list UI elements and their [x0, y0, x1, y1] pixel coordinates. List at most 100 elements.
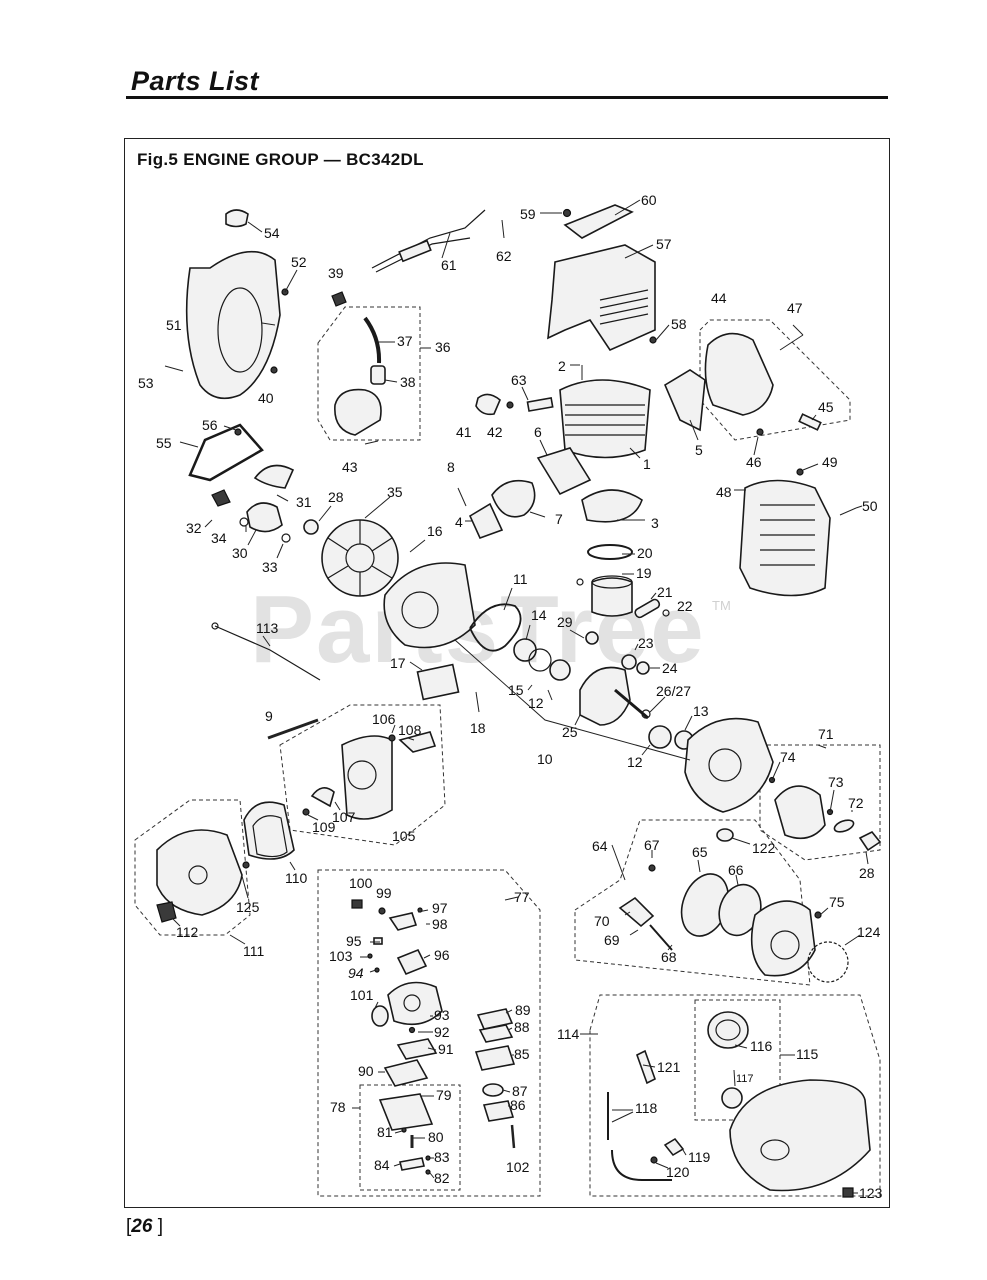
callout-77: 77	[514, 889, 530, 905]
callout-95: 95	[346, 933, 362, 949]
callout-116: 116	[750, 1038, 773, 1054]
part-67-screw	[648, 864, 656, 872]
callout-6: 6	[534, 424, 542, 440]
callout-92: 92	[434, 1024, 450, 1040]
part-79-metering-body	[378, 1093, 434, 1131]
callout-15: 15	[508, 682, 524, 698]
part-1-fins	[565, 404, 645, 436]
callout-24: 24	[662, 660, 678, 676]
callout-113: 113	[256, 620, 279, 636]
callout-4: 4	[455, 514, 463, 530]
group-outline-114	[589, 994, 881, 1197]
callout-39: 39	[328, 265, 344, 281]
part-92-screw	[408, 1026, 416, 1034]
part-121-filter	[636, 1049, 656, 1085]
part-5-heat-shield	[663, 369, 706, 432]
callout-82: 82	[434, 1170, 450, 1186]
callout-25: 25	[562, 724, 578, 740]
callout-110: 110	[285, 870, 308, 886]
part-105-air-cleaner-base	[341, 735, 393, 820]
callout-54: 54	[264, 225, 280, 241]
title-rule	[126, 96, 888, 99]
callout-40: 40	[258, 390, 274, 406]
callout-98: 98	[432, 916, 448, 932]
callout-124: 124	[857, 924, 881, 940]
part-101-gasket	[371, 1005, 389, 1027]
callout-106: 106	[372, 711, 396, 727]
callout-7: 7	[555, 511, 563, 527]
callout-19: 19	[636, 565, 652, 581]
part-16-bolt	[409, 539, 426, 553]
part-125-gasket	[242, 861, 250, 869]
part-109-screw	[302, 808, 310, 816]
part-71-clutch	[774, 785, 826, 840]
callout-41: 41	[456, 424, 472, 440]
callout-9: 9	[265, 708, 273, 724]
part-3-gasket	[581, 489, 643, 523]
part-36-ignition-coil	[334, 388, 382, 436]
part-6-gasket	[536, 447, 592, 496]
part-43-screw	[364, 440, 379, 445]
callout-35: 35	[387, 484, 403, 500]
part-39-nut	[331, 291, 347, 307]
callout-89: 89	[515, 1002, 531, 1018]
callout-108: 108	[398, 722, 422, 738]
part-15-bearing	[528, 648, 552, 672]
callout-29: 29	[557, 614, 573, 630]
callout-67: 67	[644, 837, 660, 853]
callout-26-27: 26/27	[656, 683, 691, 699]
callout-84: 84	[374, 1157, 390, 1173]
callout-99: 99	[376, 885, 392, 901]
callout-57: 57	[656, 236, 672, 252]
part-55-handle	[188, 423, 264, 482]
callout-65: 65	[692, 844, 708, 860]
callout-68: 68	[661, 949, 677, 965]
part-83-pin	[425, 1155, 431, 1161]
part-45-spacer	[798, 413, 822, 431]
part-26-27-key	[641, 709, 651, 719]
part-47-bolt	[779, 334, 804, 351]
part-114-fuel-tank	[729, 1079, 871, 1192]
callout-71: 71	[818, 726, 834, 742]
callout-2: 2	[558, 358, 566, 374]
callout-36: 36	[435, 339, 451, 355]
part-100-screw	[351, 899, 363, 909]
callout-23: 23	[638, 635, 654, 651]
group-outline-36	[317, 306, 421, 441]
part-28-nut	[303, 519, 319, 535]
callout-12a: 12	[528, 695, 544, 711]
callout-119: 119	[688, 1149, 711, 1165]
part-1-cylinder	[559, 379, 651, 459]
group-outline-78	[359, 1084, 461, 1191]
callout-38: 38	[400, 374, 416, 390]
part-110-filter-element	[243, 801, 295, 860]
part-30-starter-pulley	[246, 502, 283, 533]
callout-16: 16	[427, 523, 443, 539]
callout-18: 18	[470, 720, 486, 736]
part-49-screw	[796, 468, 804, 476]
callout-12b: 12	[627, 754, 643, 770]
part-61-connector	[398, 239, 432, 263]
part-20-ring	[587, 544, 633, 560]
part-17-reed	[416, 663, 460, 701]
part-82-screw	[425, 1169, 431, 1175]
callout-10: 10	[537, 751, 553, 767]
part-68-rope	[649, 924, 673, 951]
callout-64: 64	[592, 838, 608, 854]
group-outline-105	[279, 704, 446, 846]
callout-75: 75	[829, 894, 845, 910]
page-number-value: 26	[131, 1216, 153, 1237]
group-outline-64	[574, 819, 811, 986]
part-53-screw	[164, 365, 184, 372]
callout-97: 97	[432, 900, 448, 916]
callout-79: 79	[436, 1087, 452, 1103]
part-10-leader	[454, 639, 691, 761]
part-99-spring	[378, 907, 386, 915]
part-117-gasket	[721, 1087, 743, 1109]
callout-3: 3	[651, 515, 659, 531]
part-89-gasket	[476, 1008, 514, 1030]
callout-49: 49	[822, 454, 838, 470]
part-19-clip	[576, 578, 584, 586]
callout-83: 83	[434, 1149, 450, 1165]
